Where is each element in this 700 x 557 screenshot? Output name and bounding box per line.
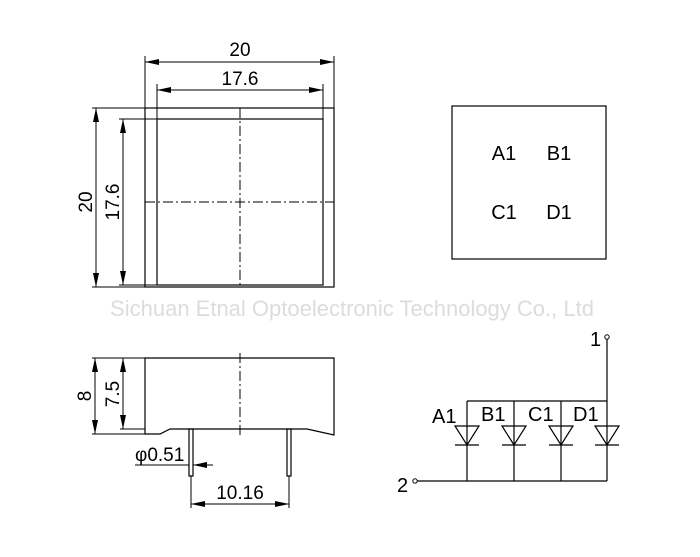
segment-label-a1: A1 [492, 143, 516, 165]
top-view: 20 17.6 20 17.6 [76, 40, 335, 288]
pin-1-terminal [604, 334, 610, 340]
height-body-label: 7.5 [103, 381, 124, 407]
pin-left [188, 428, 194, 477]
side-body-outline [144, 357, 335, 436]
segment-layout-view: A1 B1 C1 D1 [451, 105, 607, 260]
segment-label-c1: C1 [491, 202, 517, 224]
pin-2-label: 2 [397, 475, 408, 497]
width-outer-label: 20 [229, 40, 250, 61]
height-inner-label: 17.6 [103, 184, 124, 221]
height-total-label: 8 [75, 391, 96, 402]
pin-diameter-label: φ0.51 [135, 445, 184, 466]
circuit-schematic: 1 2 A1 B1 C1 D1 [397, 329, 621, 497]
diode-c1 [547, 401, 575, 481]
segment-face-outline [451, 105, 607, 260]
pin-1-label: 1 [590, 329, 601, 351]
diode-label-c1: C1 [528, 404, 554, 426]
side-view: 8 7.5 φ0.51 10.16 [75, 353, 335, 508]
segment-label-d1: D1 [546, 202, 572, 224]
diode-b1 [500, 401, 528, 481]
pin-right [286, 428, 292, 477]
pin-2-terminal [412, 478, 418, 484]
company-watermark: Sichuan Etnal Optoelectronic Technology … [110, 296, 594, 321]
pin-pitch-label: 10.16 [216, 483, 264, 504]
segment-label-b1: B1 [547, 143, 571, 165]
width-inner-label: 17.6 [222, 69, 259, 90]
height-outer-label: 20 [76, 191, 97, 212]
diode-label-d1: D1 [573, 404, 599, 426]
diode-a1 [453, 401, 481, 481]
diode-d1 [593, 425, 621, 447]
diode-label-b1: B1 [481, 404, 505, 426]
diode-label-a1: A1 [432, 406, 456, 428]
